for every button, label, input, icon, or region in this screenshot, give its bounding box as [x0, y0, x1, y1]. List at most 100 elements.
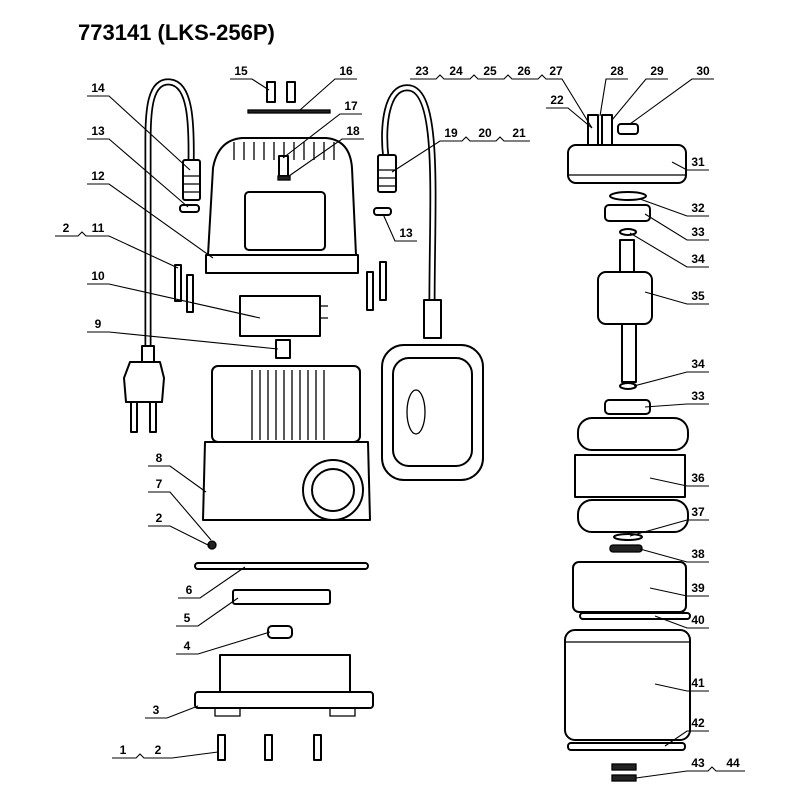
- leader-line: [629, 519, 709, 537]
- callout-number: 12: [91, 169, 105, 183]
- callout-number: 14: [91, 81, 105, 95]
- leader-line: [176, 631, 271, 655]
- float-cable: [381, 84, 437, 306]
- leader-line: [178, 566, 246, 599]
- leader-line: [654, 683, 709, 692]
- leader-line: [664, 730, 709, 747]
- callout-number: 42: [691, 716, 705, 730]
- shaft-seal: [609, 544, 643, 553]
- fitting: [587, 114, 599, 146]
- power-cable-assembly: [123, 78, 201, 433]
- motor-cap-window: [244, 191, 326, 251]
- bearing: [604, 204, 651, 222]
- leader-line: [633, 371, 709, 387]
- leader-line: [599, 78, 628, 117]
- motor-housing: [202, 365, 371, 550]
- callout-number: 44: [726, 756, 740, 770]
- float-gland: [377, 154, 397, 193]
- callout-number: 34: [691, 357, 705, 371]
- float-switch: [373, 84, 484, 481]
- bottom-pin: [611, 763, 637, 771]
- bottom-pin: [611, 774, 637, 782]
- outlet-port-inner: [311, 468, 355, 512]
- leader-line: [148, 465, 207, 493]
- callout-number: 27: [549, 64, 563, 78]
- leader-line: [288, 138, 364, 177]
- callout-number: 23: [415, 64, 429, 78]
- leader-line: [649, 477, 709, 487]
- leader-line: [87, 183, 214, 259]
- plug-neck: [141, 345, 155, 363]
- callout-number: 33: [691, 225, 705, 239]
- stator-bottom: [577, 499, 689, 533]
- callout-number: 15: [234, 64, 248, 78]
- callout-number: 6: [186, 583, 193, 597]
- plug-prong-left: [130, 401, 138, 433]
- leader-line: [112, 751, 219, 759]
- switch-block: [275, 339, 291, 359]
- callout-number: 4: [184, 639, 191, 653]
- callout-number: 5: [184, 611, 191, 625]
- leader-line: [391, 136, 530, 173]
- top-screws: [247, 81, 331, 114]
- callout-number: 8: [156, 451, 163, 465]
- callout-number: 25: [483, 64, 497, 78]
- rotor: [597, 271, 653, 325]
- leader-line: [87, 331, 279, 350]
- callout-number: 3: [153, 703, 160, 717]
- callout-number: 33: [691, 389, 705, 403]
- leader-line: [546, 107, 593, 129]
- cap-screws: [174, 261, 387, 313]
- callout-number: 13: [91, 124, 105, 138]
- leader-line: [649, 587, 709, 597]
- bearing: [604, 399, 651, 415]
- callout-number: 43: [691, 756, 705, 770]
- callout-number: 19: [444, 126, 458, 140]
- screw: [379, 261, 387, 301]
- leader-lines: [55, 74, 745, 779]
- leader-line: [299, 78, 357, 111]
- callout-number: 39: [691, 581, 705, 595]
- leader-line: [282, 113, 362, 159]
- seal-ring: [609, 191, 647, 201]
- callout-number: 13: [399, 226, 413, 240]
- leader-line: [644, 403, 709, 408]
- washer: [619, 382, 637, 390]
- callout-number: 22: [550, 93, 564, 107]
- leader-line: [410, 74, 593, 129]
- screw: [286, 81, 296, 103]
- callout-number: 9: [95, 317, 102, 331]
- motor-column: [564, 114, 691, 782]
- leader-line: [382, 213, 417, 242]
- leader-line: [644, 291, 709, 305]
- callout-number: 24: [449, 64, 463, 78]
- callout-number: 30: [696, 64, 710, 78]
- top-cover: [567, 144, 687, 184]
- plug-prong-right: [149, 401, 157, 433]
- cable-gland-thread: [183, 175, 200, 193]
- stator-top: [577, 417, 689, 451]
- float-gland-thread: [378, 169, 396, 187]
- callout-number: 37: [691, 505, 705, 519]
- callout-number: 16: [339, 64, 353, 78]
- callout-number: 2: [63, 221, 70, 235]
- float-inner: [392, 357, 473, 467]
- callout-number: 2: [155, 743, 162, 757]
- leader-line: [145, 705, 199, 719]
- callout-number: 7: [156, 477, 163, 491]
- screw: [174, 264, 182, 302]
- motor-housing-top: [211, 365, 361, 443]
- leader-line: [644, 213, 709, 241]
- leader-line: [654, 615, 709, 629]
- callout-number: 28: [610, 64, 624, 78]
- thin-ring: [613, 533, 643, 541]
- screw: [266, 81, 276, 103]
- leader-line: [639, 548, 709, 563]
- power-cable-core: [146, 80, 193, 352]
- o-ring: [579, 612, 691, 620]
- impeller-plate: [232, 589, 331, 605]
- callout-number: 38: [691, 547, 705, 561]
- leader-line: [87, 283, 261, 319]
- callout-number: 34: [691, 252, 705, 266]
